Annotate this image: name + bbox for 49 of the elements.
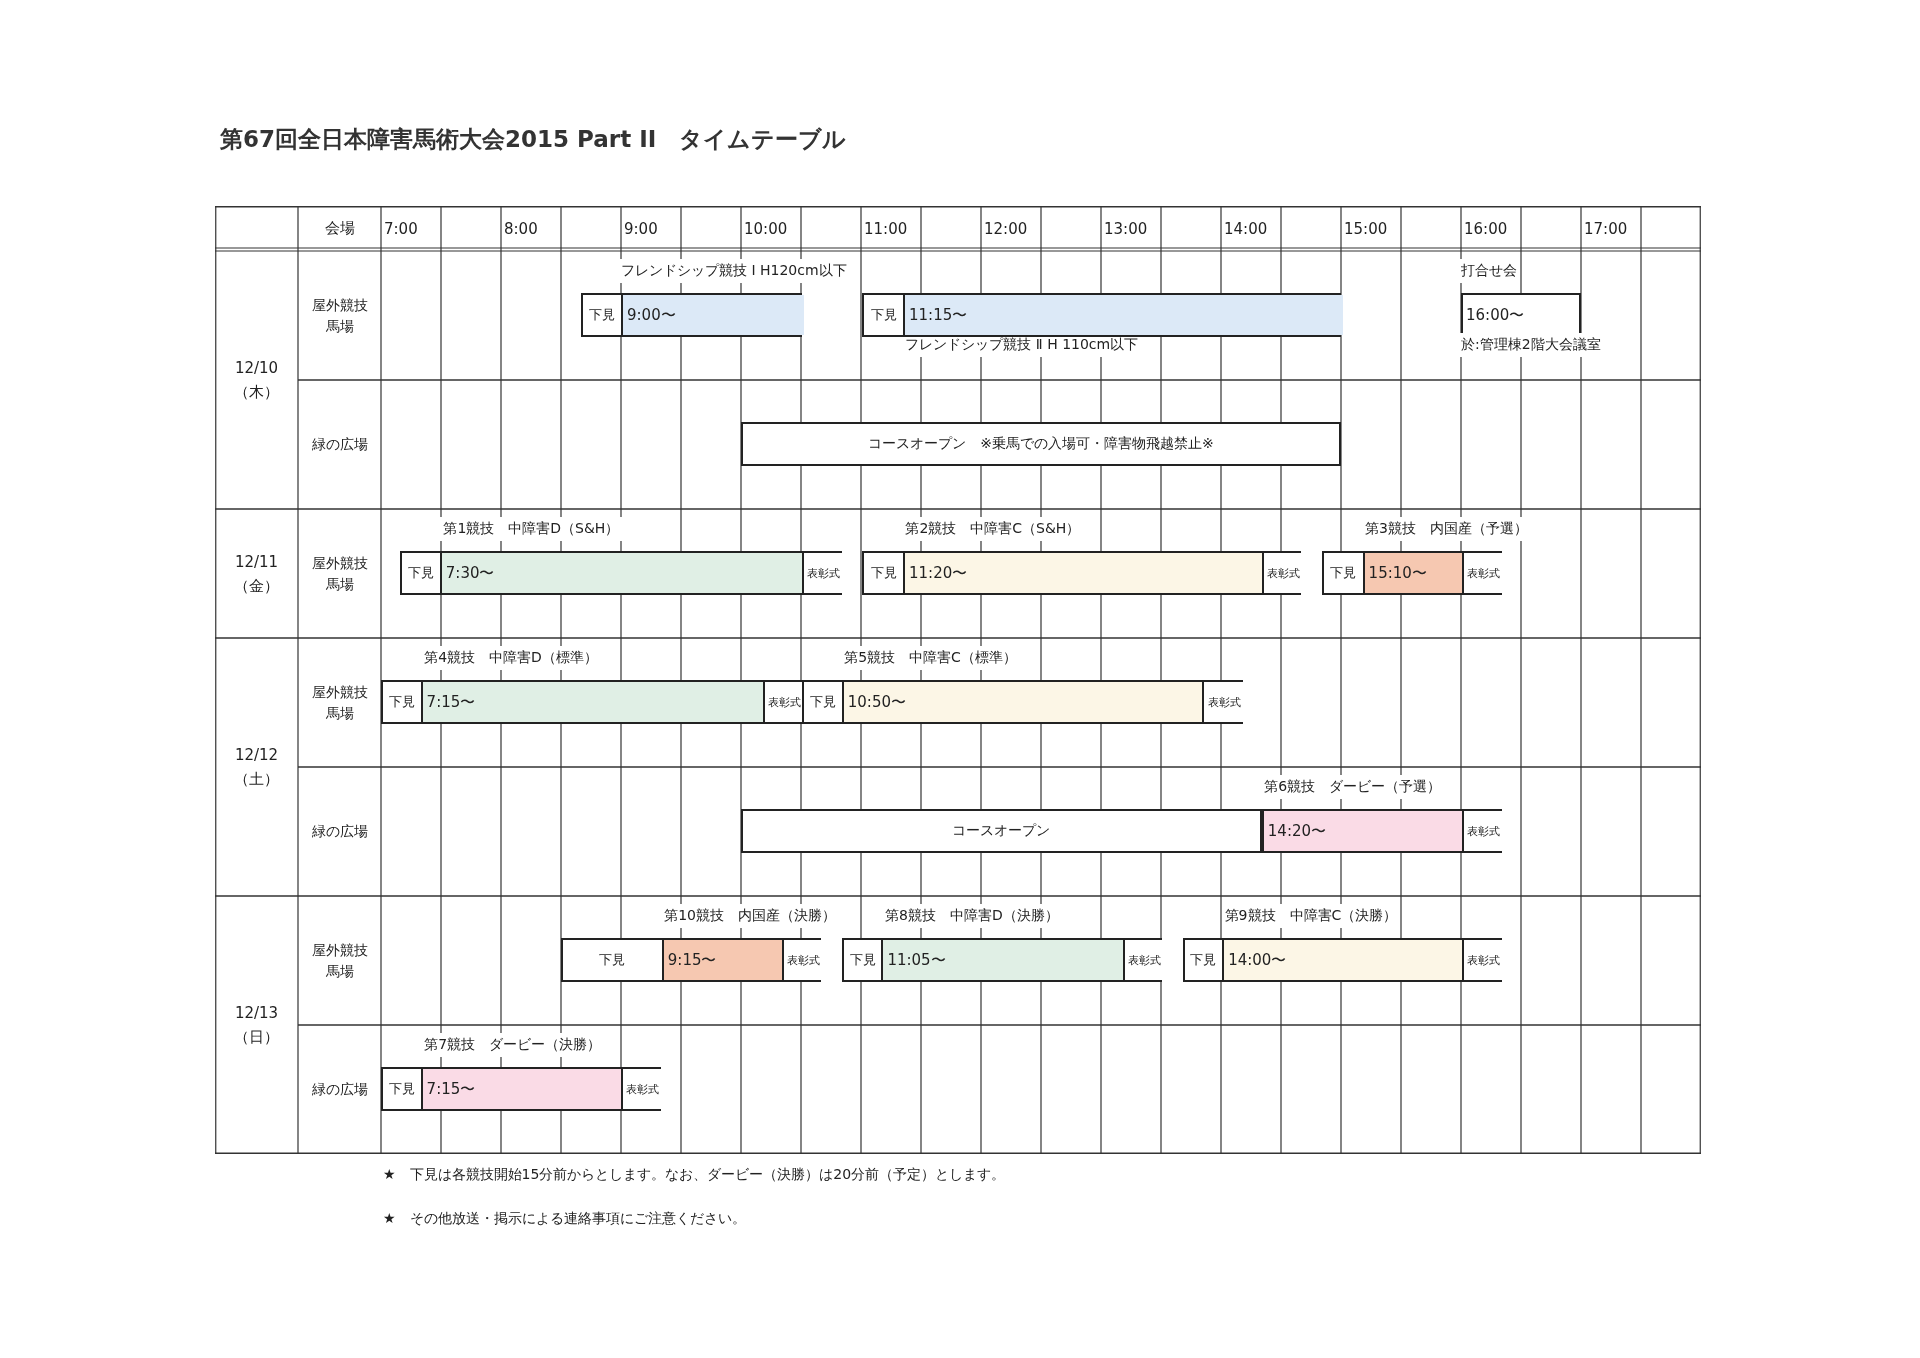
date-label: 12/12 （土） xyxy=(233,745,280,790)
award-ceremony-cell: 表彰式 xyxy=(1464,553,1504,593)
start-time-cell: 11:20〜 xyxy=(905,553,1264,593)
venue-label: 緑の広場 xyxy=(311,1080,368,1099)
award-ceremony-cell: 表彰式 xyxy=(804,553,844,593)
start-time-cell: 10:50〜 xyxy=(843,682,1204,722)
event-title: フレンドシップ競技 Ⅰ H120cm以下 xyxy=(618,259,850,283)
course-open-bar: コースオープン xyxy=(741,809,1262,853)
award-ceremony-cell: 表彰式 xyxy=(1464,940,1504,980)
event-title: 第1競技 中障害D（S&H） xyxy=(440,517,623,541)
footnote: ★ その他放送・掲示による連絡事項にご注意ください。 xyxy=(383,1210,746,1228)
date-label: 12/13 （日） xyxy=(233,1003,280,1048)
award-ceremony-cell: 表彰式 xyxy=(1464,811,1504,851)
start-time-cell: 15:10〜 xyxy=(1364,553,1465,593)
date-label: 12/11 （金） xyxy=(233,551,280,597)
hour-header: 9:00 xyxy=(624,219,658,238)
venue-note: 於:管理棟2階大会議室 xyxy=(1458,333,1604,357)
start-time-cell: 7:30〜 xyxy=(441,553,805,593)
course-open-bar: コースオープン ※乗馬での入場可・障害物飛越禁止※ xyxy=(741,422,1341,466)
hour-header: 17:00 xyxy=(1584,219,1628,238)
start-time-cell: 9:15〜 xyxy=(663,940,784,980)
hour-header: 16:00 xyxy=(1464,219,1508,238)
venue-label: 屋外競技馬場 xyxy=(310,940,369,981)
start-time-cell: 7:15〜 xyxy=(422,682,765,722)
start-time-cell: 11:05〜 xyxy=(883,940,1125,980)
hour-header: 12:00 xyxy=(984,219,1028,238)
venue-label: 緑の広場 xyxy=(311,822,368,841)
event-title: 打合せ会 xyxy=(1458,259,1520,283)
footnote: ★ 下見は各競技開始15分前からとします。なお、ダービー（決勝）は20分前（予定）とします。 xyxy=(383,1166,1006,1184)
venue-label: 緑の広場 xyxy=(311,435,368,454)
award-ceremony-cell: 表彰式 xyxy=(623,1069,663,1109)
column-header: 会場 xyxy=(324,219,355,238)
hour-header: 7:00 xyxy=(384,219,418,238)
hour-header: 8:00 xyxy=(504,219,538,238)
venue-label: 屋外競技馬場 xyxy=(310,682,369,723)
hour-header: 13:00 xyxy=(1104,219,1148,238)
hour-header: 11:00 xyxy=(864,219,908,238)
hour-header: 14:00 xyxy=(1224,219,1268,238)
start-time-cell: 7:15〜 xyxy=(422,1069,623,1109)
venue-label: 屋外競技馬場 xyxy=(310,295,369,336)
start-time-cell: 9:00〜 xyxy=(623,295,805,335)
start-time-cell: 14:20〜 xyxy=(1263,811,1465,851)
start-time-cell: 11:15〜 xyxy=(905,295,1343,335)
page-title: 第67回全日本障害馬術大会2015 Part II タイムテーブル xyxy=(220,125,847,154)
hour-header: 10:00 xyxy=(744,219,788,238)
start-time-cell: 14:00〜 xyxy=(1224,940,1465,980)
date-label: 12/10 （木） xyxy=(233,358,280,403)
venue-label: 屋外競技馬場 xyxy=(310,553,369,594)
hour-header: 15:00 xyxy=(1344,219,1388,238)
